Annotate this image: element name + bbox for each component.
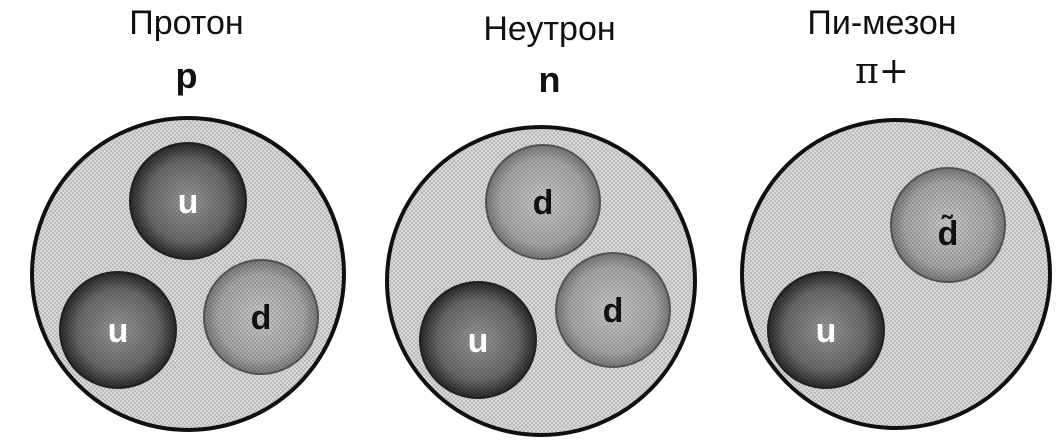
quark-label: d	[251, 299, 272, 337]
quark-u-top: u	[129, 142, 247, 260]
particle-name: Неутрон	[483, 10, 616, 48]
quark-label: d	[603, 292, 624, 330]
particle-symbol: p	[175, 55, 198, 96]
particle-symbol: n	[538, 59, 561, 100]
quark-u-left: u	[59, 271, 177, 389]
quark-label: d	[533, 184, 554, 222]
pion-panel: Пи-мезон π+ d̃ u	[706, 0, 1058, 442]
quark-label: u	[108, 312, 129, 350]
particle-name: Протон	[129, 4, 244, 42]
particle-name: Пи-мезон	[807, 4, 957, 42]
quark-label: u	[468, 322, 489, 360]
particle-symbol: π+	[855, 51, 909, 92]
neutron-diagram: d u d	[385, 125, 697, 437]
quark-label: u	[816, 312, 837, 350]
quark-antid: d̃	[890, 167, 1006, 283]
quark-u-left: u	[419, 281, 537, 399]
proton-diagram: u u d	[30, 116, 346, 432]
neutron-panel: Неутрон n d u d	[353, 0, 706, 442]
quark-label: u	[178, 183, 199, 221]
quark-d-right: d	[555, 252, 671, 368]
pion-diagram: d̃ u	[740, 118, 1052, 430]
quark-d-right: d	[203, 259, 319, 375]
quark-u: u	[767, 271, 885, 389]
quark-d-top: d	[485, 144, 601, 260]
quark-label: d̃	[938, 214, 959, 253]
hadron-circle	[740, 118, 1052, 430]
proton-panel: Протон p u u d	[0, 0, 353, 442]
